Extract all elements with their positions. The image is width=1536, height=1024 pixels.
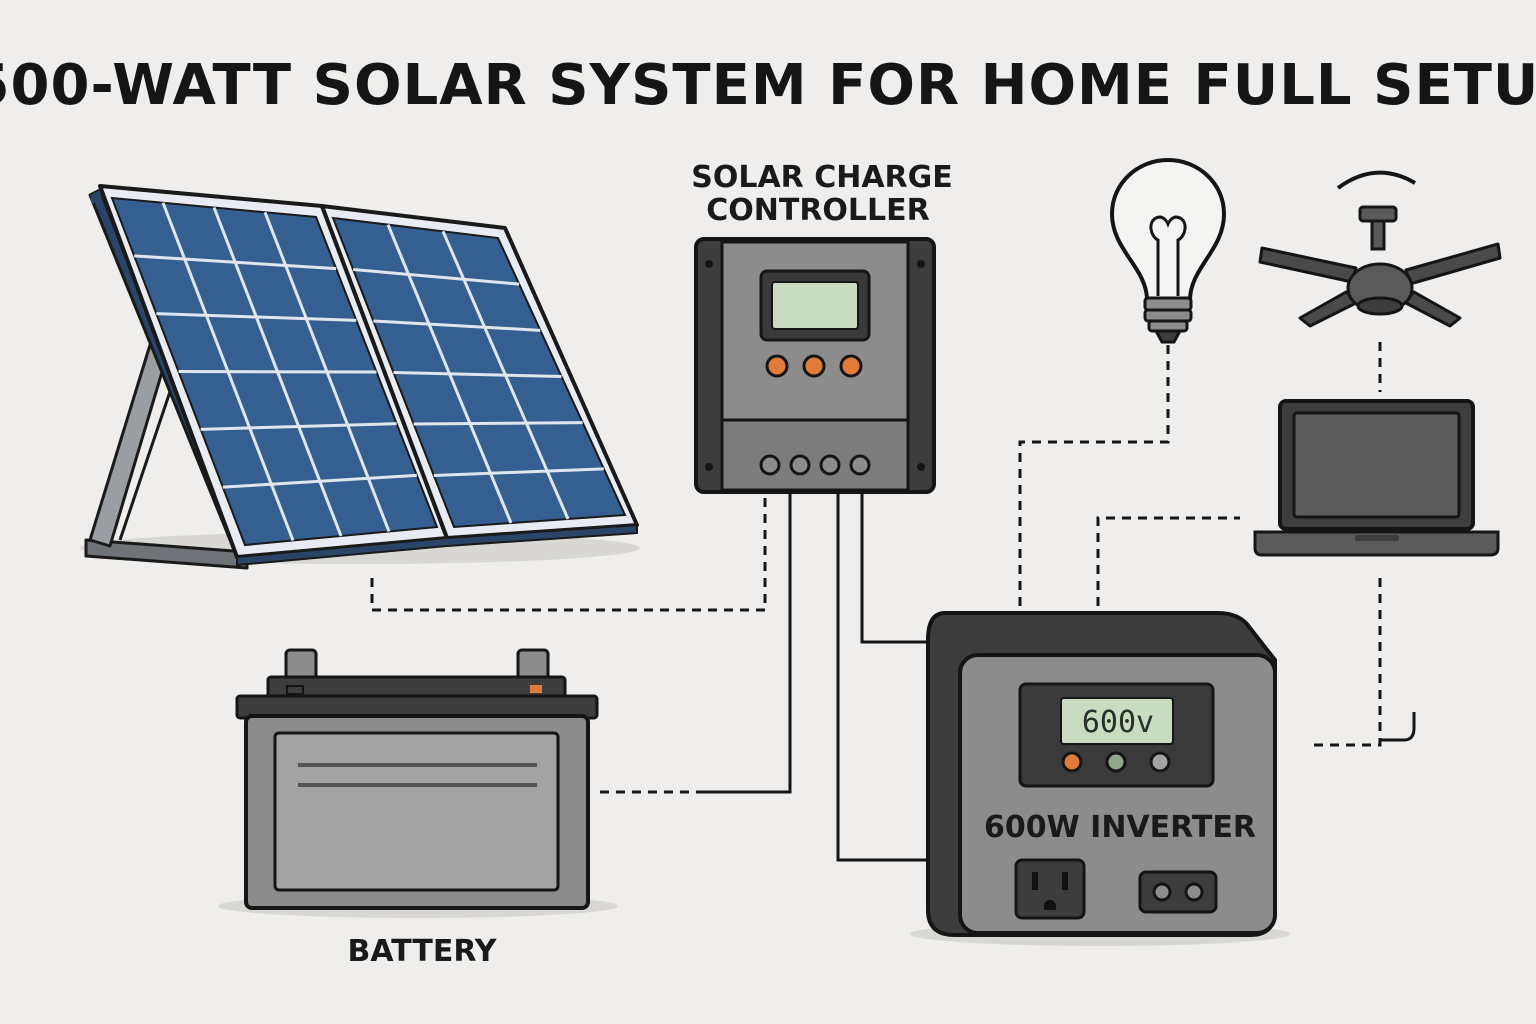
laptop-to-inverter-wire bbox=[1310, 578, 1382, 747]
laptop-plug-wire bbox=[1380, 712, 1416, 742]
controller-terminal-2 bbox=[789, 454, 811, 476]
inverter-to-bulb-wire bbox=[1018, 345, 1170, 606]
diagram-title: 500-WATT SOLAR SYSTEM FOR HOME FULL SETU… bbox=[0, 53, 1536, 118]
inverter: 600v 600W INVERTER bbox=[910, 611, 1290, 946]
controller-lcd bbox=[771, 281, 859, 330]
ceiling-fan-icon bbox=[1258, 170, 1502, 328]
controller-terminal-1 bbox=[759, 454, 781, 476]
controller-label-line2: CONTROLLER bbox=[706, 193, 930, 228]
inverter-to-laptop-wire bbox=[1096, 516, 1240, 606]
controller-to-inverter-wire-2 bbox=[860, 492, 930, 644]
panel-to-controller-wire bbox=[370, 492, 767, 612]
battery: BATTERY bbox=[218, 648, 618, 969]
inverter-label: 600W INVERTER bbox=[984, 810, 1256, 845]
solar-panels: solar-panel-icon bbox=[80, 184, 640, 570]
controller-button-1[interactable] bbox=[765, 354, 789, 378]
battery-to-controller-wire bbox=[700, 492, 792, 794]
inverter-button-2[interactable] bbox=[1105, 751, 1127, 773]
ac-outlet[interactable] bbox=[1014, 858, 1086, 920]
inverter-button-3[interactable] bbox=[1149, 751, 1171, 773]
inverter-button-1[interactable] bbox=[1061, 751, 1083, 773]
light-bulb-icon bbox=[1110, 158, 1226, 344]
inverter-display-value: 600v bbox=[1082, 705, 1154, 740]
solar-panel-right bbox=[320, 204, 639, 540]
inverter-lcd bbox=[1060, 697, 1174, 745]
battery-label: BATTERY bbox=[347, 934, 497, 969]
laptop-icon bbox=[1253, 399, 1500, 557]
controller-terminal-3 bbox=[819, 454, 841, 476]
dc-ports[interactable] bbox=[1138, 870, 1218, 914]
solar-panel-left bbox=[98, 184, 449, 559]
controller-to-inverter-wire-1 bbox=[836, 492, 930, 862]
wiring bbox=[370, 342, 1416, 862]
controller-label-line1: SOLAR CHARGE bbox=[691, 160, 953, 195]
controller-button-2[interactable] bbox=[802, 354, 826, 378]
solar-charge-controller: SOLAR CHARGE CONTROLLER bbox=[691, 160, 953, 494]
controller-button-3[interactable] bbox=[839, 354, 863, 378]
controller-terminal-4 bbox=[849, 454, 871, 476]
